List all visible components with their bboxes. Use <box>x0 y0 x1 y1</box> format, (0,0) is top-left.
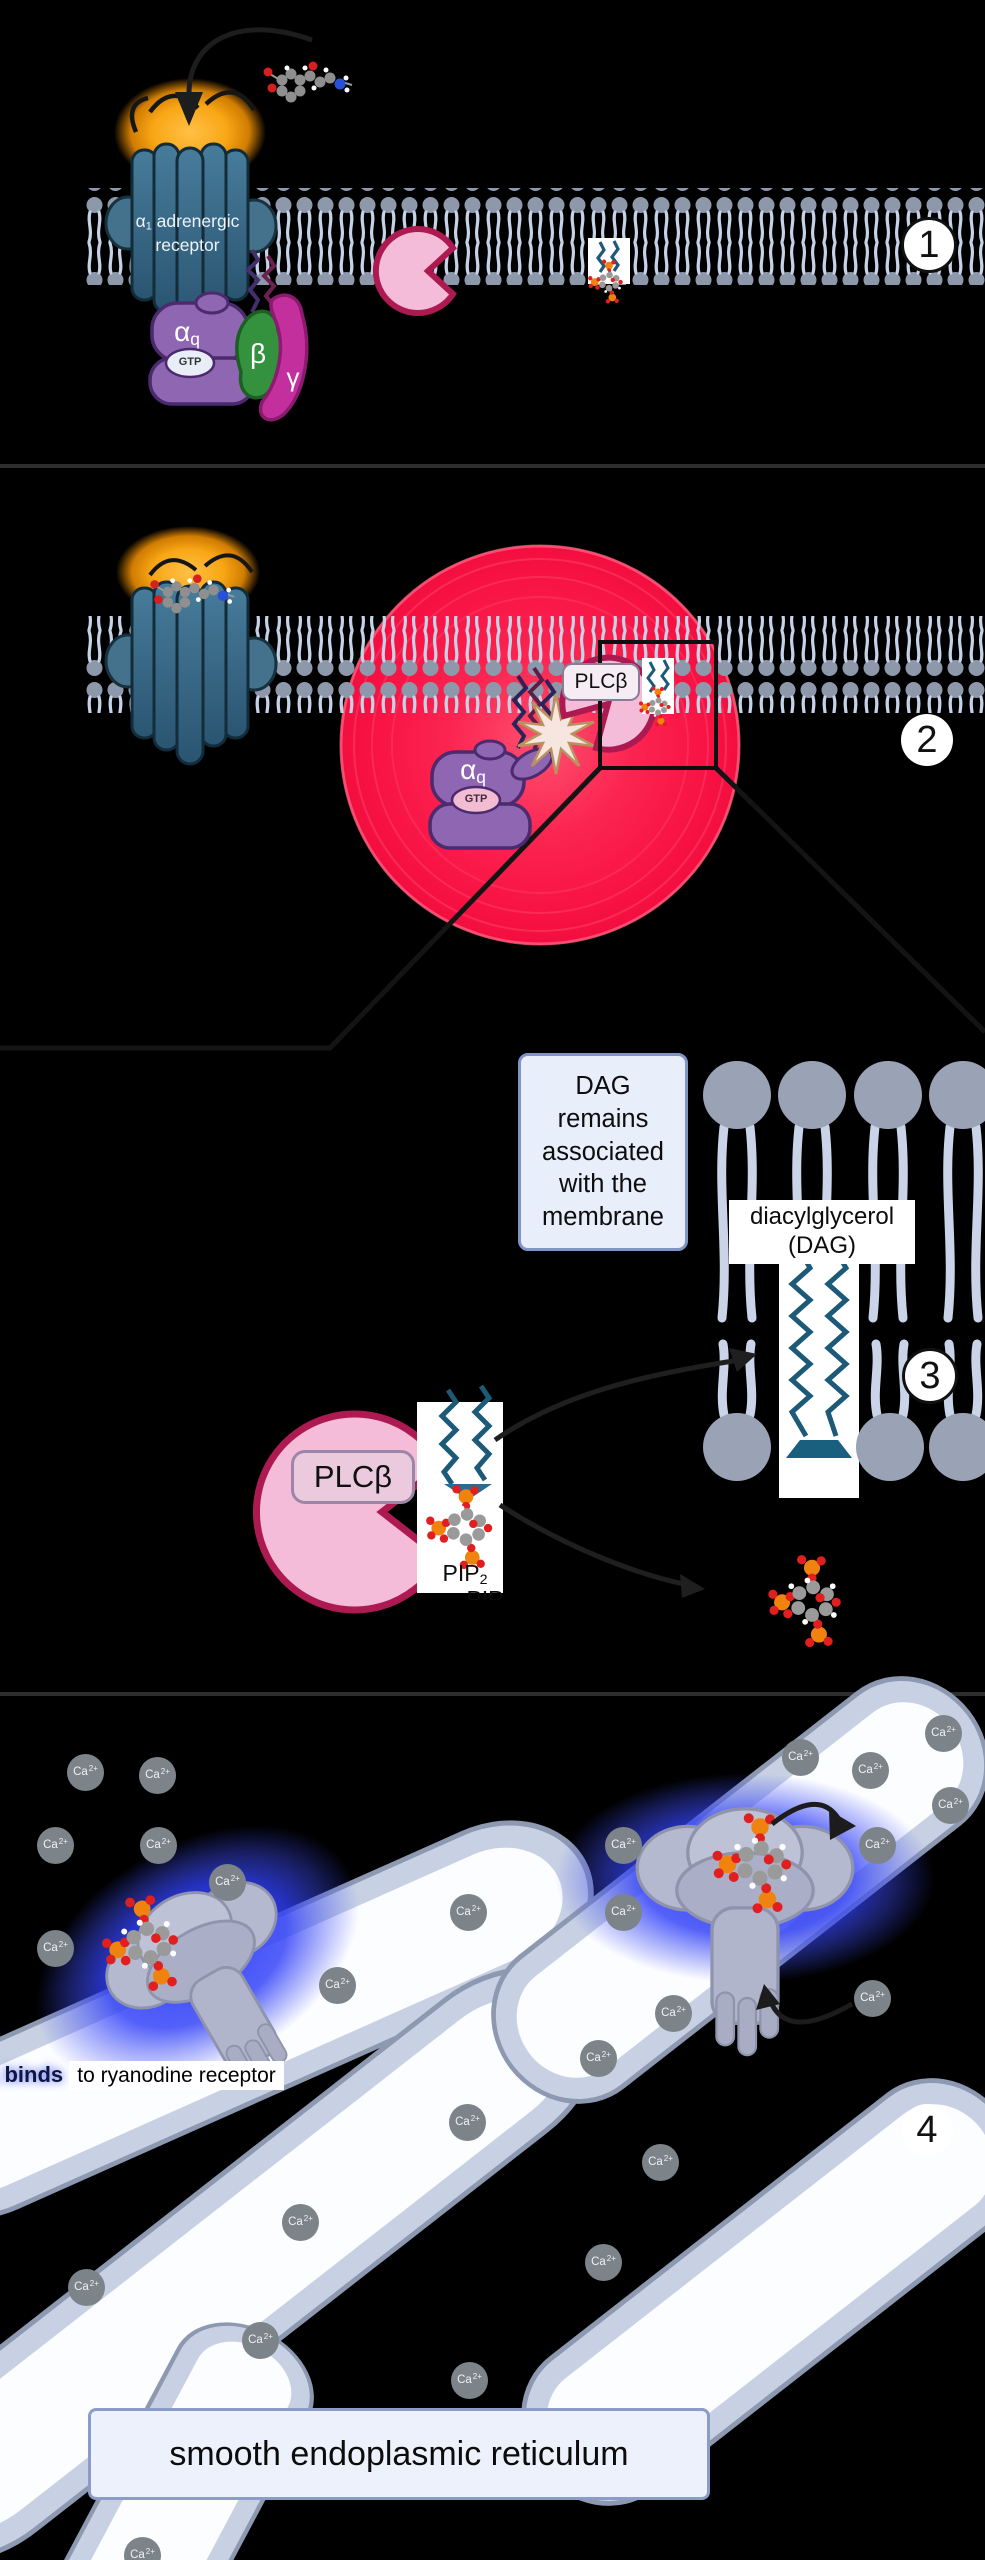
activation-highlight-circle <box>339 544 741 946</box>
gamma-subunit <box>258 293 309 422</box>
plcb-label-panel2: PLCβ <box>562 663 640 701</box>
gtp-pill <box>450 785 502 815</box>
dag-molecule <box>786 1250 852 1458</box>
panel4-right-ryanodine-receptor <box>555 1773 935 2057</box>
norepinephrine-ligand <box>262 60 353 104</box>
ip3-binds-bold: IP3 binds <box>0 2062 64 2087</box>
step-badge-4: 4 <box>901 2104 953 2156</box>
panel4-left-ryanodine-receptor <box>35 1825 360 2134</box>
dag-white-column <box>779 1242 859 1498</box>
calcium-efflux-arrow <box>767 1999 854 2025</box>
panel2-active-alpha-q <box>428 739 554 850</box>
plcb-label-panel3: PLCβ <box>291 1450 415 1504</box>
diacylglycerol-label: diacylglycerol(DAG) <box>729 1200 915 1264</box>
alpha-q-label-panel2: αq <box>460 754 486 787</box>
pip2-label: PIP2 <box>442 1560 488 1588</box>
step-badge-2: 2 <box>901 714 953 766</box>
calcium-release-arrow <box>770 1802 841 1826</box>
alpha-q-label: αq <box>174 316 200 349</box>
dag-note-box: DAG remains associated with the membrane <box>518 1053 688 1251</box>
ip3-binding-caption: IP3 binds to ryanodine receptor <box>0 2061 370 2090</box>
zoom-connector-lines <box>0 766 985 1051</box>
arrowhead-to-dag <box>729 1348 757 1372</box>
panel1-g-protein <box>148 291 309 422</box>
plcb-pacman <box>372 226 457 316</box>
upper-leaflet-heads <box>703 1061 985 1129</box>
arrowhead-to-ip3 <box>680 1574 705 1598</box>
plcb-pacman <box>252 1410 446 1614</box>
step-badge-1: 1 <box>901 217 957 273</box>
ligand-arrow <box>186 27 313 93</box>
lower-leaflet-heads <box>703 1413 985 1481</box>
panel1-plcb-inactive <box>372 226 457 316</box>
pip2-label-partial: PIP <box>466 1586 504 1600</box>
receptor-label: α1 adrenergic receptor <box>135 211 240 256</box>
gtp-pill <box>164 347 216 379</box>
gamma-label: γ <box>286 362 300 392</box>
beta-label: β <box>249 338 267 369</box>
ligand-arrowhead <box>175 92 203 126</box>
gtp-label-panel2: GTP <box>464 793 488 805</box>
panel3-zoomed-membrane <box>703 1061 985 1498</box>
panel2-alpha1-receptor <box>104 526 278 766</box>
panel-separators <box>0 464 985 1696</box>
zoom-box <box>598 640 718 770</box>
ryanodine-caption: to ryanodine receptor <box>69 2061 284 2090</box>
activation-starburst <box>517 693 595 775</box>
lipid-anchor <box>245 248 261 313</box>
smooth-er-label: smooth endoplasmic reticulum <box>88 2408 710 2500</box>
free-ip3-molecule <box>767 1554 842 1649</box>
panel1-alpha1-receptor <box>104 27 353 328</box>
gtp-label: GTP <box>178 356 202 368</box>
panel3-pip2-substrate <box>417 1384 503 1593</box>
step-badge-3: 3 <box>902 1348 958 1404</box>
panel3-plcb-cleaving <box>252 1410 446 1614</box>
panel2-pip2-in-membrane <box>638 658 674 727</box>
panel3-product-arrows <box>493 1357 741 1588</box>
panel1-pip2-in-membrane <box>587 238 630 305</box>
